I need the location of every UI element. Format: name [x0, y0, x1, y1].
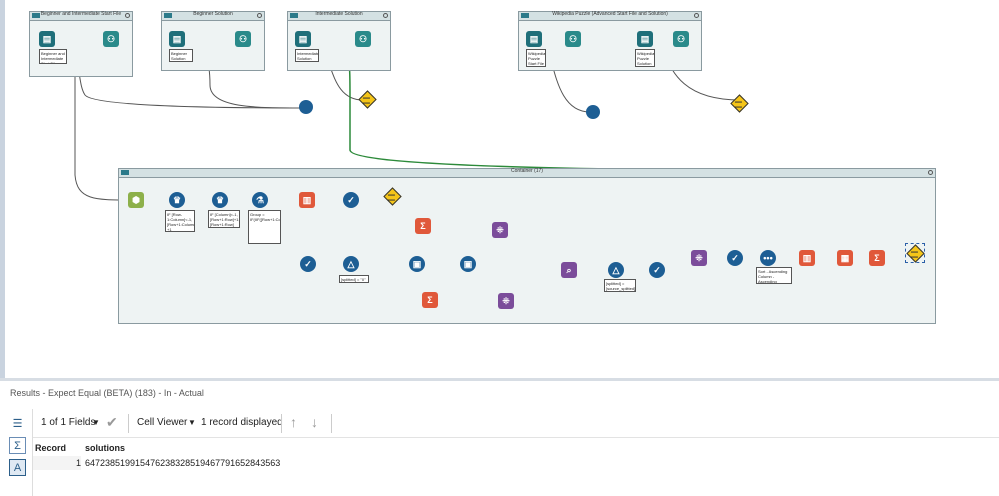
formula-annotation: IF [Row-1:Column]<-1, [Row+1:Column] +1 — [165, 210, 195, 232]
filter-annotation: [splitted] = [source_splitted] — [604, 279, 636, 292]
container-title: Wikipedia Puzzle (Advanced Start File an… — [552, 11, 668, 17]
browse-tool[interactable]: ⚇ — [565, 31, 581, 47]
sort-tool[interactable]: ••• — [760, 250, 776, 266]
input-data-tool[interactable]: ▤ — [169, 31, 185, 47]
caret-down-icon[interactable]: ▼ — [188, 418, 196, 427]
browse-tool[interactable]: ⚇ — [673, 31, 689, 47]
input-data-tool[interactable]: ▤ — [39, 31, 55, 47]
annotation-label: Wikipedia Puzzle Start File — [526, 49, 546, 67]
sort-annotation: Sort - Ascending Column - Ascending — [756, 267, 792, 284]
filter-tool[interactable]: △ — [343, 256, 359, 272]
container-main[interactable]: Container (17) — [118, 168, 936, 324]
viewer-selector[interactable]: Cell Viewer — [137, 417, 188, 428]
results-title: Results - Expect Equal (BETA) (183) - In… — [10, 388, 204, 398]
records-status: 1 record displayed — [201, 417, 283, 428]
filter-annotation: [splitted] = "0" — [339, 275, 369, 283]
metadata-icon[interactable]: Σ — [9, 437, 26, 454]
annotation-label: Beginner Solution — [169, 49, 193, 62]
container-title: Intermediate Solution — [315, 11, 363, 17]
input-data-tool[interactable]: ▤ — [637, 31, 653, 47]
arrow-down-icon[interactable]: ↓ — [311, 414, 318, 430]
summarize-tool[interactable]: Σ — [415, 218, 431, 234]
filter-tool[interactable]: △ — [608, 262, 624, 278]
fields-selector[interactable]: 1 of 1 Fields — [41, 417, 96, 428]
collapse-icon[interactable] — [383, 13, 388, 18]
summarize-tool[interactable]: Σ — [869, 250, 885, 266]
messages-icon[interactable]: A — [9, 459, 26, 476]
container-title: Beginner Solution — [193, 11, 233, 17]
formula-tool[interactable]: ⚗ — [252, 192, 268, 208]
sample-tool[interactable]: ▣ — [460, 256, 476, 272]
input-data-tool[interactable]: ▤ — [526, 31, 542, 47]
sample-tool[interactable]: ▣ — [409, 256, 425, 272]
record-number: 1 — [33, 456, 81, 470]
container-wikipedia[interactable]: Wikipedia Puzzle (Advanced Start File an… — [518, 11, 702, 71]
union-tool[interactable] — [299, 100, 313, 114]
browse-tool[interactable]: ⚇ — [355, 31, 371, 47]
collapse-icon[interactable] — [257, 13, 262, 18]
find-replace-tool[interactable]: ⌕ — [561, 262, 577, 278]
column-header-record[interactable]: Record — [35, 441, 81, 455]
solutions-cell[interactable]: 647238519915476238328519467791652843563.… — [85, 458, 281, 468]
check-icon[interactable]: ✔ — [106, 414, 118, 430]
browse-tool[interactable]: ⚇ — [103, 31, 119, 47]
select-tool[interactable]: ✓ — [343, 192, 359, 208]
input-data-tool[interactable]: ▤ — [295, 31, 311, 47]
select-tool[interactable]: ✓ — [300, 256, 316, 272]
annotation-label: Wikipedia Puzzle Solution — [635, 49, 655, 67]
browse-tool[interactable]: ⚇ — [235, 31, 251, 47]
formula-annotation: Group = IF(IIF([Row+1:Col]=1... — [248, 210, 281, 244]
collapse-icon[interactable] — [928, 170, 933, 175]
workflow-canvas[interactable]: Beginner and Intermediate Start File ▤ ⚇… — [0, 0, 999, 378]
container-title: Beginner and Intermediate Start File — [40, 11, 122, 17]
union-tool[interactable] — [586, 105, 600, 119]
results-panel: Results - Expect Equal (BETA) (183) - In… — [0, 381, 999, 496]
toolbar-separator — [128, 414, 129, 433]
join-tool[interactable]: ⁜ — [498, 293, 514, 309]
container-title: Container (17) — [511, 168, 543, 174]
data-view-icon[interactable]: ☰ — [12, 418, 23, 430]
toolbar-separator — [331, 414, 332, 433]
collapse-icon[interactable] — [125, 13, 130, 18]
arrow-up-icon[interactable]: ↑ — [290, 414, 297, 430]
formula-annotation: IF [Column]<-1, [Row+1:Row]+1, [Row+1:Ro… — [208, 210, 240, 228]
results-sidebar: ☰ Σ A — [5, 409, 33, 496]
summarize-tool[interactable]: Σ — [422, 292, 438, 308]
caret-down-icon[interactable]: ▼ — [92, 418, 100, 427]
cross-tab-tool[interactable]: ▦ — [837, 250, 853, 266]
multi-row-formula-tool[interactable]: ♛ — [212, 192, 228, 208]
collapse-icon[interactable] — [694, 13, 699, 18]
join-tool[interactable]: ⁜ — [691, 250, 707, 266]
select-tool[interactable]: ✓ — [649, 262, 665, 278]
annotation-label: Intermediate Solution — [295, 49, 319, 62]
text-to-columns-tool[interactable]: ▥ — [799, 250, 815, 266]
join-tool[interactable]: ⁜ — [492, 222, 508, 238]
select-tool[interactable]: ✓ — [727, 250, 743, 266]
splitter[interactable] — [0, 378, 999, 381]
annotation-label: Beginner and Intermediate Start File — [39, 49, 67, 64]
record-id-tool[interactable]: ⬢ — [128, 192, 144, 208]
toolbar-separator — [281, 414, 282, 433]
text-to-columns-tool[interactable]: ▥ — [299, 192, 315, 208]
results-toolbar: 1 of 1 Fields ▼ ✔ Cell Viewer ▼ 1 record… — [33, 409, 999, 438]
column-header-solutions[interactable]: solutions — [85, 441, 285, 455]
multi-row-formula-tool[interactable]: ♛ — [169, 192, 185, 208]
